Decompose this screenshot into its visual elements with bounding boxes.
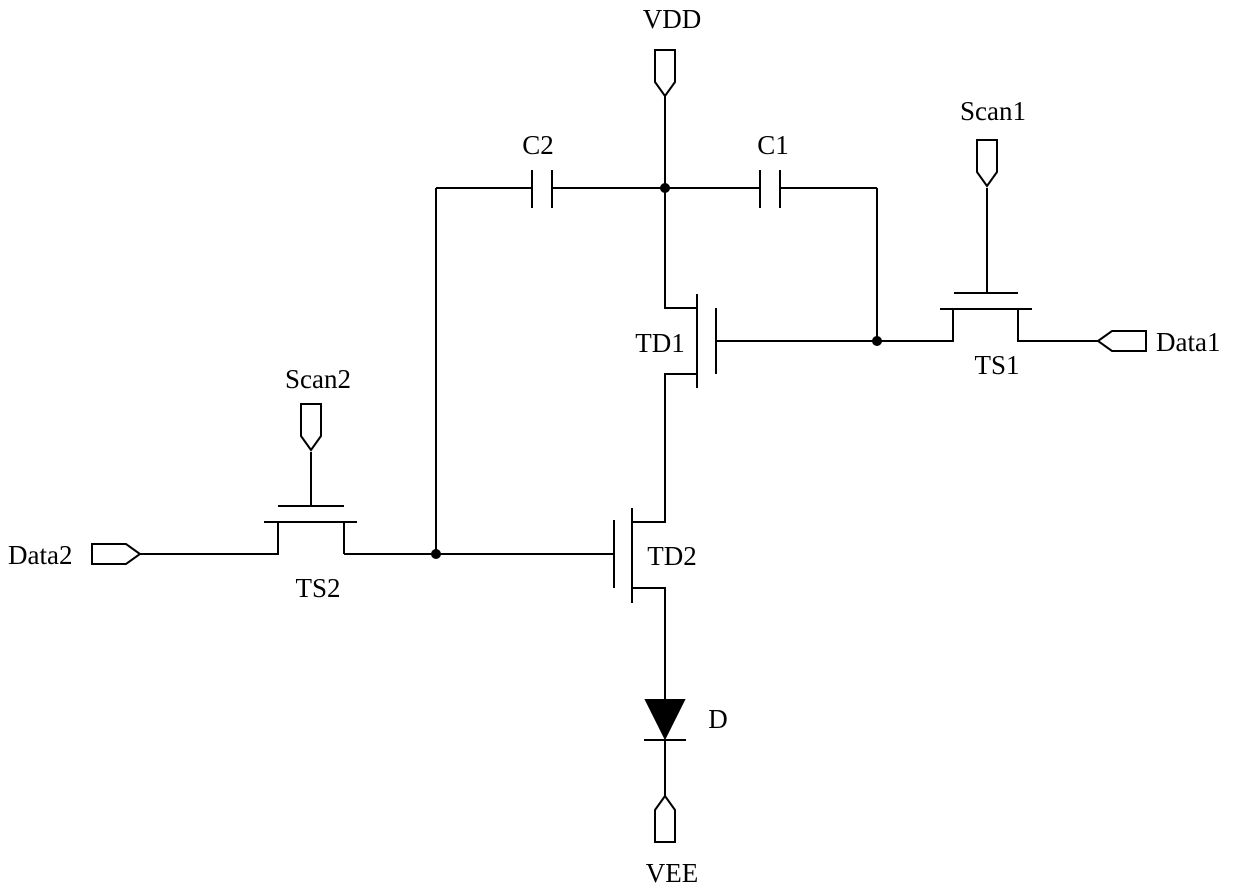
diode-d xyxy=(644,700,686,740)
data2-port xyxy=(92,544,140,564)
capacitor-c2 xyxy=(532,170,552,208)
data2-label: Data2 xyxy=(8,540,72,570)
c2-label: C2 xyxy=(522,130,554,160)
td2-gate-junction-dot xyxy=(431,549,441,559)
c1-label: C1 xyxy=(757,130,789,160)
td1-gate-junction-dot xyxy=(872,336,882,346)
scan2-port xyxy=(301,404,321,450)
capacitor-c1 xyxy=(760,170,780,208)
td1-label: TD1 xyxy=(635,328,685,358)
scan2-label: Scan2 xyxy=(285,364,351,394)
transistor-td2 xyxy=(614,460,665,700)
transistor-ts1 xyxy=(940,293,1098,341)
vee-port xyxy=(655,796,675,842)
vee-label: VEE xyxy=(646,858,698,888)
d-label: D xyxy=(708,704,728,734)
vdd-label: VDD xyxy=(643,4,702,34)
data1-label: Data1 xyxy=(1156,327,1220,357)
td2-label: TD2 xyxy=(647,541,697,571)
data1-port xyxy=(1098,331,1146,351)
transistor-ts2 xyxy=(140,506,357,554)
ts1-label: TS1 xyxy=(974,350,1019,380)
scan1-label: Scan1 xyxy=(960,96,1026,126)
scan1-port xyxy=(977,140,997,186)
vdd-port xyxy=(655,50,675,96)
ts2-label: TS2 xyxy=(295,573,340,603)
transistor-td1 xyxy=(665,188,716,460)
